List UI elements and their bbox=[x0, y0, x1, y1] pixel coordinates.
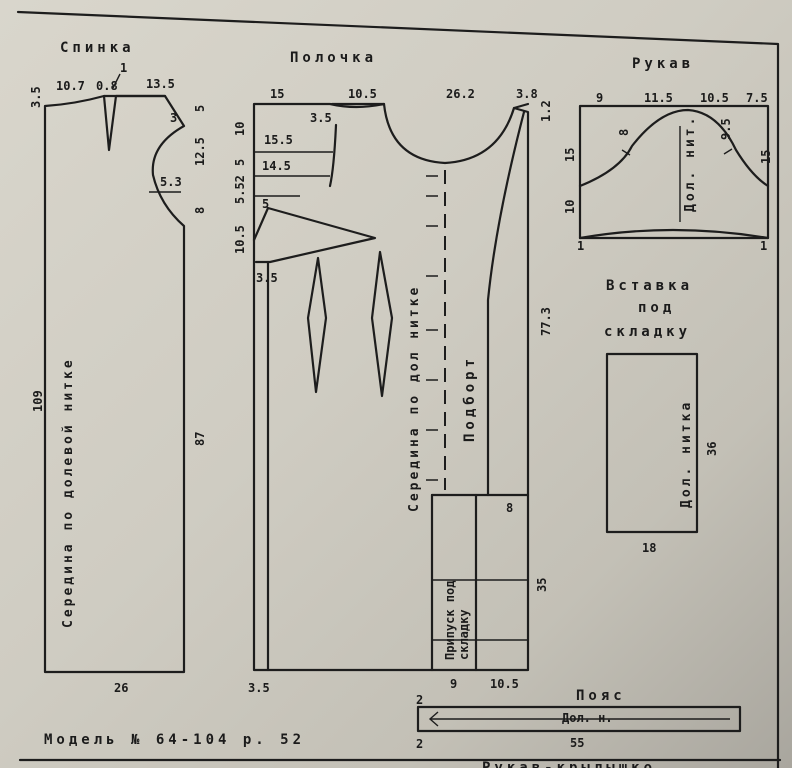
back-dim-inner-3: 3 bbox=[170, 111, 177, 125]
insert-title-2: под bbox=[638, 300, 675, 316]
front-grain-label: Середина по дол нитке bbox=[407, 285, 422, 512]
back-dim-inner-5-3: 5.3 bbox=[160, 175, 182, 189]
insert-dim-height: 36 bbox=[705, 442, 719, 456]
belt-dim-top: 2 bbox=[416, 693, 423, 707]
front-dim-in-15-5: 15.5 bbox=[264, 133, 293, 147]
front-dim-left-4: 10.5 bbox=[233, 225, 247, 254]
sleeve-dim-in-8: 8 bbox=[617, 129, 631, 136]
back-dim-right-3: 8 bbox=[193, 207, 207, 214]
back-dim-right-4: 87 bbox=[193, 432, 207, 446]
back-dim-top-right: 13.5 bbox=[146, 77, 175, 91]
sleeve-dim-top-1: 9 bbox=[596, 91, 603, 105]
sleeve-dim-corner-right: 1 bbox=[760, 239, 767, 253]
belt-dim-length: 55 bbox=[570, 736, 584, 750]
front-dim-right-77-3: 77.3 bbox=[539, 307, 553, 336]
belt-grain-label: Дол. н. bbox=[562, 711, 613, 725]
sleeve-dim-left: 15 bbox=[563, 148, 577, 162]
insert-title-3: складку bbox=[604, 324, 691, 340]
sleeve-dim-top-4: 7.5 bbox=[746, 91, 768, 105]
sleeve-grain-label: Дол. нит. bbox=[683, 115, 698, 212]
sleeve-dim-corner-left: 1 bbox=[577, 239, 584, 253]
back-dim-right-2: 12.5 bbox=[193, 137, 207, 166]
insert-dim-width: 18 bbox=[642, 541, 656, 555]
front-pleat-label-2: складку bbox=[457, 609, 471, 660]
front-dim-top-3: 26.2 bbox=[446, 87, 475, 101]
back-piece bbox=[43, 73, 186, 674]
sleeve-dim-top-2: 11.5 bbox=[644, 91, 673, 105]
front-dim-pleat-height: 35 bbox=[535, 578, 549, 592]
front-dim-left-bottom: 3.5 bbox=[256, 271, 278, 285]
front-dim-top-2: 10.5 bbox=[348, 87, 377, 101]
back-dim-bottom: 26 bbox=[114, 681, 128, 695]
insert-title-1: Вставка bbox=[606, 278, 693, 294]
front-dim-in-5: 5 bbox=[262, 197, 269, 211]
sleeve-piece bbox=[578, 104, 770, 240]
sleeve-dim-right: 15 bbox=[759, 150, 773, 164]
front-dim-bottom-right: 10.5 bbox=[490, 677, 519, 691]
front-dim-left-1: 10 bbox=[233, 122, 247, 136]
bottom-partial-title: Рукав-крылышко bbox=[482, 760, 656, 768]
front-dim-bottom-mid: 9 bbox=[450, 677, 457, 691]
back-dim-right-1: 5 bbox=[193, 105, 207, 112]
front-dim-bottom-left: 3.5 bbox=[248, 681, 270, 695]
belt-dim-bottom: 2 bbox=[416, 737, 423, 751]
back-title: Спинка bbox=[60, 40, 135, 56]
sheet-frame bbox=[16, 10, 780, 768]
front-dim-pleat-8: 8 bbox=[506, 501, 513, 515]
front-title: Полочка bbox=[290, 50, 377, 66]
sleeve-dim-top-3: 10.5 bbox=[700, 91, 729, 105]
front-dim-top-4: 3.8 bbox=[516, 87, 538, 101]
sleeve-title: Рукав bbox=[632, 56, 694, 72]
front-dim-right-top: 1.2 bbox=[539, 100, 553, 122]
front-dim-left-3: 5.52 bbox=[233, 175, 247, 204]
insert-grain-label: Дол. нитка bbox=[679, 400, 694, 508]
front-dim-left-2: 5 bbox=[233, 159, 247, 166]
sleeve-dim-left-low: 10 bbox=[563, 200, 577, 214]
back-dim-width: 109 bbox=[31, 390, 45, 412]
model-label: Модель № 64-104 р. 52 bbox=[44, 732, 305, 748]
back-dim-top-mid: 0.8 bbox=[96, 79, 118, 93]
belt-title: Пояс bbox=[576, 688, 626, 704]
front-piece bbox=[252, 102, 530, 672]
back-dim-left-top: 3.5 bbox=[29, 86, 43, 108]
sleeve-dim-in-9-5: 9.5 bbox=[719, 118, 733, 140]
back-dim-top-left: 10.7 bbox=[56, 79, 85, 93]
front-pleat-label-1: Припуск под bbox=[443, 581, 457, 660]
front-dim-in-14-5: 14.5 bbox=[262, 159, 291, 173]
front-dim-top-1: 15 bbox=[270, 87, 284, 101]
belt-piece bbox=[416, 705, 742, 733]
insert-piece bbox=[605, 352, 699, 534]
back-grain-label: Середина по долевой нитке bbox=[61, 357, 76, 628]
back-dim-dart: 1 bbox=[120, 61, 127, 75]
front-dim-in-3-5: 3.5 bbox=[310, 111, 332, 125]
front-facing-label: Подборт bbox=[462, 355, 478, 442]
